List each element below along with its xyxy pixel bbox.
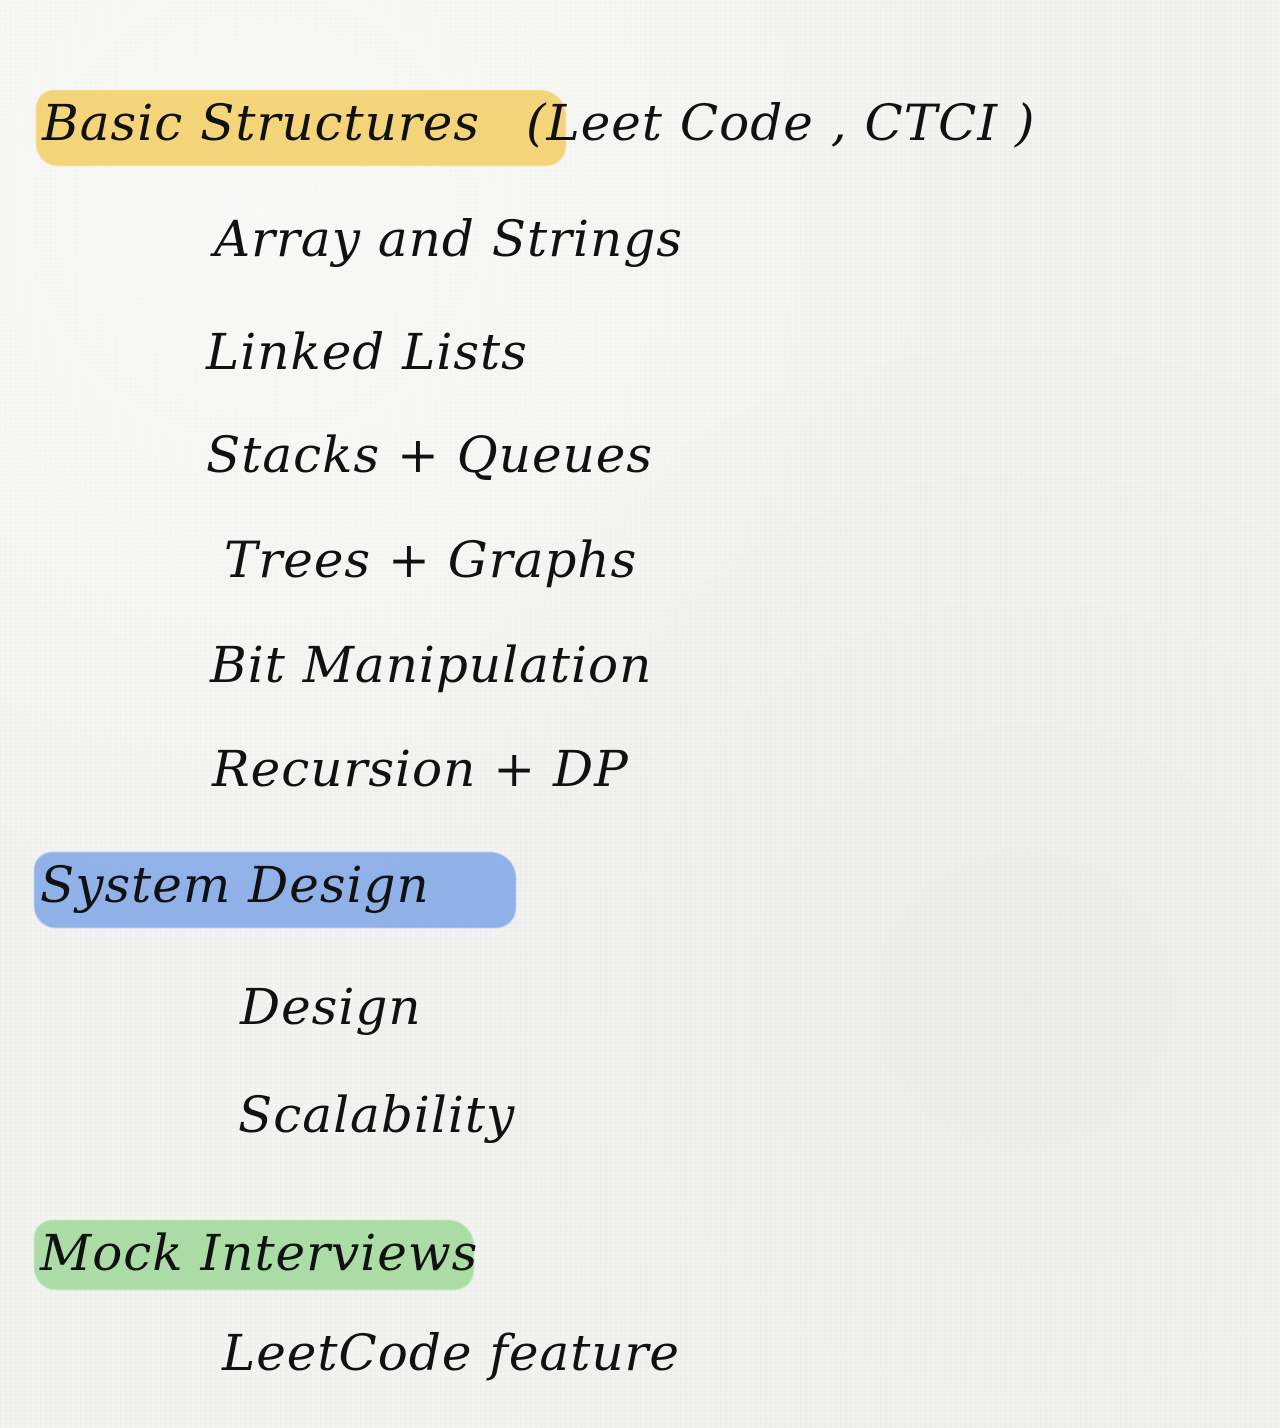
list-item: Scalability: [238, 1090, 515, 1140]
section-heading-system-design: System Design: [34, 852, 516, 928]
item-leetcode-feature: LeetCode feature: [222, 1324, 681, 1382]
highlight-system-design: [34, 852, 516, 928]
list-item: Array and Strings: [214, 214, 683, 264]
item-linked-lists: Linked Lists: [206, 323, 528, 381]
item-bit-manipulation: Bit Manipulation: [210, 636, 653, 694]
item-array-and-strings: Array and Strings: [214, 210, 683, 268]
highlight-mock-interviews: [34, 1220, 474, 1290]
list-item: Stacks + Queues: [206, 430, 653, 480]
section-title-system-design: System Design: [40, 856, 430, 914]
section-heading-mock-interviews: Mock Interviews: [34, 1220, 479, 1290]
item-stacks-queues: Stacks + Queues: [206, 426, 654, 484]
section-heading-basic-structures: Basic Structures (Leet Code , CTCI ): [36, 90, 1036, 166]
item-scalability: Scalability: [238, 1086, 516, 1144]
item-recursion-dp: Recursion + DP: [212, 740, 629, 798]
list-item: Design: [240, 982, 422, 1032]
item-design: Design: [240, 978, 422, 1036]
list-item: Bit Manipulation: [210, 640, 652, 690]
list-item: LeetCode feature: [222, 1328, 680, 1378]
list-item: Trees + Graphs: [224, 535, 637, 585]
list-item: Recursion + DP: [212, 744, 629, 794]
section-title-basic-structures: Basic Structures: [42, 94, 480, 152]
section-title-mock-interviews: Mock Interviews: [40, 1224, 479, 1282]
section-source-note: (Leet Code , CTCI ): [526, 94, 1036, 152]
item-trees-graphs: Trees + Graphs: [224, 531, 638, 589]
highlight-basic-structures: [36, 90, 566, 166]
list-item: Linked Lists: [206, 327, 528, 377]
